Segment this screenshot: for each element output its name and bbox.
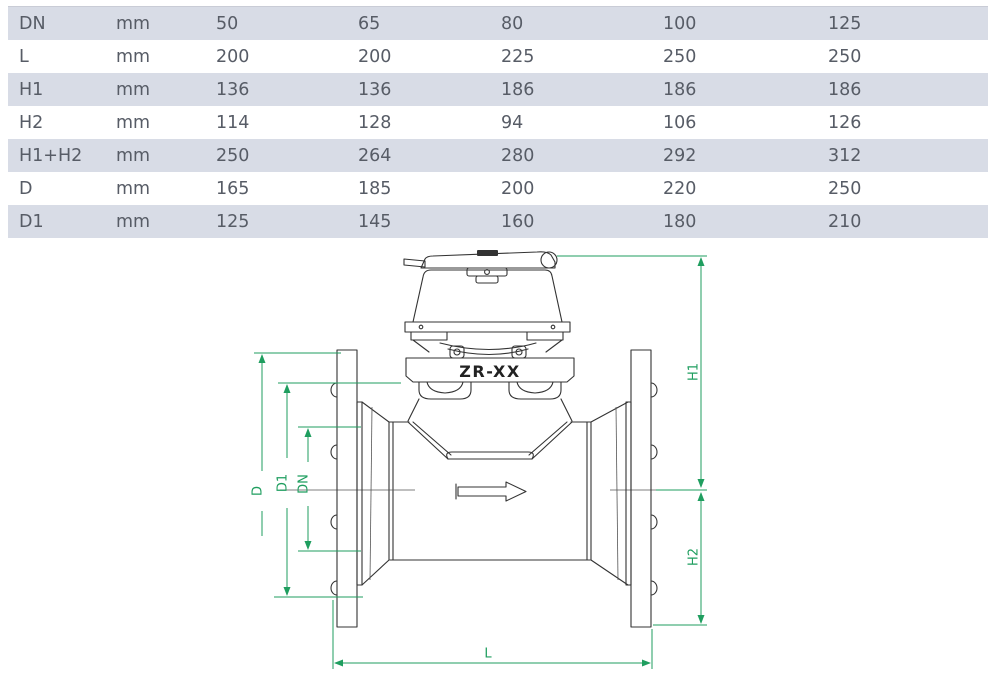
flow-arrow-icon (455, 481, 527, 502)
value-cell: 145 (358, 211, 392, 232)
dimension-h2: H2 (653, 489, 707, 626)
value-cell: 250 (828, 46, 862, 67)
meter-body (280, 401, 656, 586)
param-label: L (19, 46, 29, 67)
value-cell: 126 (828, 112, 862, 133)
value-cell: 100 (663, 13, 697, 34)
value-cell: 200 (216, 46, 250, 67)
value-cell: 200 (358, 46, 392, 67)
param-label: DN (19, 13, 46, 34)
h1-label: H1 (687, 363, 702, 381)
unit-label: mm (116, 79, 151, 100)
table-row-dn: DN mm 50 65 80 100 125 (8, 7, 988, 40)
param-label: H2 (19, 112, 44, 133)
table-row-h1: H1 mm 136 136 186 186 186 (8, 73, 988, 106)
unit-label: mm (116, 13, 151, 34)
value-cell: 220 (663, 178, 697, 199)
left-flange (330, 349, 363, 628)
value-cell: 114 (216, 112, 250, 133)
unit-label: mm (116, 178, 151, 199)
dimension-table: DN mm 50 65 80 100 125 L mm 200 200 225 … (8, 6, 988, 238)
table-row-l: L mm 200 200 225 250 250 (8, 40, 988, 73)
value-cell: 186 (663, 79, 697, 100)
value-cell: 210 (828, 211, 862, 232)
value-cell: 160 (501, 211, 535, 232)
unit-label: mm (116, 145, 151, 166)
value-cell: 185 (358, 178, 392, 199)
value-cell: 292 (663, 145, 697, 166)
value-cell: 94 (501, 112, 524, 133)
value-cell: 136 (216, 79, 250, 100)
dimension-dn: DN (297, 426, 361, 552)
value-cell: 106 (663, 112, 697, 133)
meter-head: ZR-XX (403, 250, 575, 422)
value-cell: 250 (828, 178, 862, 199)
table-row-d1: D1 mm 125 145 160 180 210 (8, 205, 988, 238)
value-cell: 280 (501, 145, 535, 166)
param-label: D (19, 178, 33, 199)
value-cell: 125 (828, 13, 862, 34)
value-cell: 186 (828, 79, 862, 100)
param-label: D1 (19, 211, 44, 232)
value-cell: 186 (501, 79, 535, 100)
h2-label: H2 (687, 548, 702, 566)
value-cell: 80 (501, 13, 524, 34)
param-label: H1 (19, 79, 44, 100)
value-cell: 250 (663, 46, 697, 67)
value-cell: 136 (358, 79, 392, 100)
value-cell: 125 (216, 211, 250, 232)
dn-label: DN (297, 474, 312, 494)
value-cell: 50 (216, 13, 239, 34)
d1-label: D1 (276, 474, 291, 492)
value-cell: 128 (358, 112, 392, 133)
value-cell: 264 (358, 145, 392, 166)
value-cell: 225 (501, 46, 535, 67)
value-cell: 250 (216, 145, 250, 166)
param-label: H1+H2 (19, 145, 83, 166)
table-row-h2: H2 mm 114 128 94 106 126 (8, 106, 988, 139)
value-cell: 180 (663, 211, 697, 232)
unit-label: mm (116, 46, 151, 67)
value-cell: 65 (358, 13, 381, 34)
dimension-d1: D1 (274, 382, 401, 598)
dimension-l: L (332, 600, 653, 669)
value-cell: 165 (216, 178, 250, 199)
value-cell: 312 (828, 145, 862, 166)
value-cell: 200 (501, 178, 535, 199)
d-label: D (251, 486, 266, 496)
table-row-d: D mm 165 185 200 220 250 (8, 172, 988, 205)
dimension-h1: H1 (557, 255, 707, 488)
l-label: L (484, 647, 492, 662)
right-flange (625, 349, 658, 628)
model-label: ZR-XX (459, 362, 520, 381)
unit-label: mm (116, 112, 151, 133)
unit-label: mm (116, 211, 151, 232)
table-row-h1h2: H1+H2 mm 250 264 280 292 312 (8, 139, 988, 172)
dimension-d: D (251, 352, 341, 536)
